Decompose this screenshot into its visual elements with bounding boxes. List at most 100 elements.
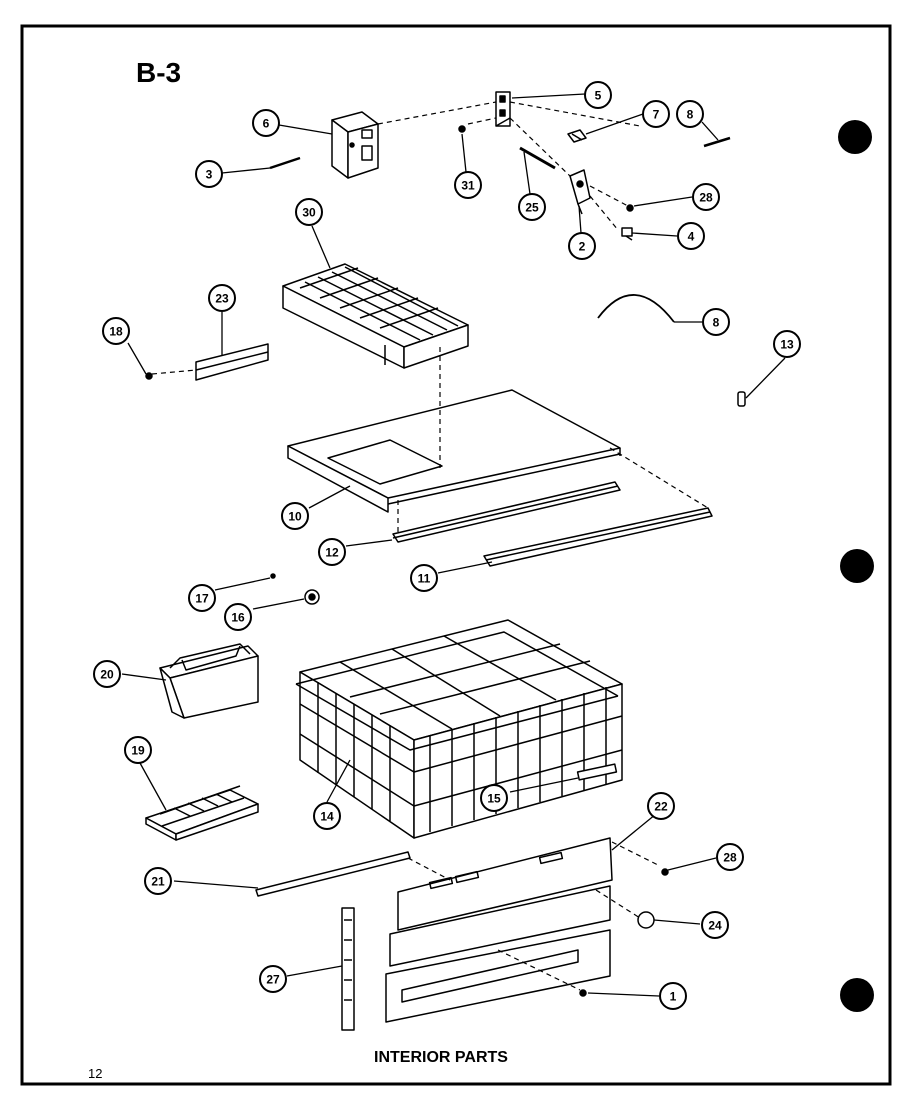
callout-circle bbox=[318, 538, 346, 566]
callout-c11: 11 bbox=[410, 564, 438, 592]
page-number: 12 bbox=[88, 1066, 102, 1081]
callout-c10: 10 bbox=[281, 502, 309, 530]
part-bracket-15 bbox=[576, 763, 618, 781]
callout-c13: 13 bbox=[773, 330, 801, 358]
part-ice-tray-cover bbox=[282, 263, 469, 369]
callout-circle bbox=[252, 109, 280, 137]
callout-number: 7 bbox=[653, 108, 660, 122]
part-control-box bbox=[331, 111, 379, 179]
part-rail-11 bbox=[483, 507, 713, 567]
part-pin-8 bbox=[703, 136, 731, 148]
part-wire-basket bbox=[295, 619, 623, 839]
callout-number: 13 bbox=[780, 338, 794, 352]
callout-circle bbox=[93, 660, 121, 688]
part-shelf bbox=[287, 389, 621, 513]
punch-hole-top bbox=[838, 120, 872, 154]
part-lower-panels bbox=[385, 885, 611, 1023]
part-gasket-27 bbox=[341, 907, 355, 1031]
callout-number: 2 bbox=[579, 240, 586, 254]
callout-circle bbox=[195, 160, 223, 188]
callout-c18: 18 bbox=[102, 317, 130, 345]
callout-circle bbox=[692, 183, 720, 211]
callout-circle bbox=[480, 784, 508, 812]
callout-number: 6 bbox=[263, 117, 270, 131]
part-shaft-25 bbox=[519, 146, 556, 170]
callout-circle bbox=[676, 100, 704, 128]
callout-circle bbox=[568, 232, 596, 260]
callout-number: 19 bbox=[131, 744, 145, 758]
callout-number: 8 bbox=[713, 316, 720, 330]
callout-circle bbox=[716, 843, 744, 871]
callout-circle bbox=[410, 564, 438, 592]
callout-circle bbox=[224, 603, 252, 631]
leader-lines bbox=[121, 93, 786, 997]
part-strip-21 bbox=[255, 851, 411, 897]
part-screw-3 bbox=[269, 156, 301, 170]
part-wire-8 bbox=[597, 294, 675, 323]
part-stop-13 bbox=[737, 391, 746, 407]
callout-circle bbox=[102, 317, 130, 345]
part-bracket-23 bbox=[195, 343, 269, 381]
callout-number: 31 bbox=[461, 179, 475, 193]
callout-number: 16 bbox=[231, 611, 245, 625]
callout-number: 5 bbox=[595, 89, 602, 103]
callout-circle bbox=[642, 100, 670, 128]
diagram-title: INTERIOR PARTS bbox=[374, 1049, 508, 1066]
part-knob-24 bbox=[637, 911, 655, 929]
callout-circle bbox=[188, 584, 216, 612]
part-bin bbox=[159, 643, 259, 719]
part-17 bbox=[270, 573, 276, 579]
callout-number: 12 bbox=[325, 546, 339, 560]
part-cap-4 bbox=[621, 227, 633, 241]
part-screw-28-bottom bbox=[661, 868, 669, 876]
callout-number: 10 bbox=[288, 510, 302, 524]
callout-circle bbox=[702, 308, 730, 336]
callout-c12: 12 bbox=[318, 538, 346, 566]
part-front-panel bbox=[397, 837, 613, 931]
callout-c23: 23 bbox=[208, 284, 236, 312]
callout-c21: 21 bbox=[144, 867, 172, 895]
callout-number: 17 bbox=[195, 592, 209, 606]
callout-circle bbox=[281, 502, 309, 530]
callout-c25: 25 bbox=[518, 193, 546, 221]
callout-c5: 5 bbox=[584, 81, 612, 109]
part-hinge-bracket bbox=[495, 91, 511, 127]
callout-circle bbox=[313, 802, 341, 830]
callout-number: 8 bbox=[687, 108, 694, 122]
callout-number: 20 bbox=[100, 668, 114, 682]
callout-number: 3 bbox=[206, 168, 213, 182]
callout-number: 28 bbox=[699, 191, 713, 205]
part-ice-tray bbox=[145, 785, 259, 841]
callout-number: 11 bbox=[418, 572, 431, 586]
sheet-id: B-3 bbox=[136, 57, 181, 88]
callout-c1: 1 bbox=[659, 982, 687, 1010]
callout-number: 15 bbox=[487, 792, 501, 806]
callout-number: 14 bbox=[320, 810, 334, 824]
callout-number: 23 bbox=[215, 292, 229, 306]
page-border bbox=[20, 24, 892, 1086]
callout-circle bbox=[124, 736, 152, 764]
callout-number: 18 bbox=[109, 325, 123, 339]
callout-circle bbox=[773, 330, 801, 358]
callout-c28b: 28 bbox=[716, 843, 744, 871]
callout-c3: 3 bbox=[195, 160, 223, 188]
callout-c8a: 8 bbox=[676, 100, 704, 128]
callout-circle bbox=[259, 965, 287, 993]
callout-c2: 2 bbox=[568, 232, 596, 260]
callout-c20: 20 bbox=[93, 660, 121, 688]
callout-number: 4 bbox=[688, 230, 695, 244]
callout-c27: 27 bbox=[259, 965, 287, 993]
callout-c22: 22 bbox=[647, 792, 675, 820]
callout-number: 28 bbox=[723, 851, 737, 865]
callout-c8b: 8 bbox=[702, 308, 730, 336]
callout-circle bbox=[701, 911, 729, 939]
callout-circle bbox=[144, 867, 172, 895]
part-rail-12 bbox=[392, 481, 621, 543]
callout-circle bbox=[295, 198, 323, 226]
part-screw-31 bbox=[458, 125, 466, 133]
callout-number: 21 bbox=[151, 875, 165, 889]
part-hinge-2 bbox=[569, 169, 591, 215]
part-screw-28-top bbox=[626, 204, 634, 212]
